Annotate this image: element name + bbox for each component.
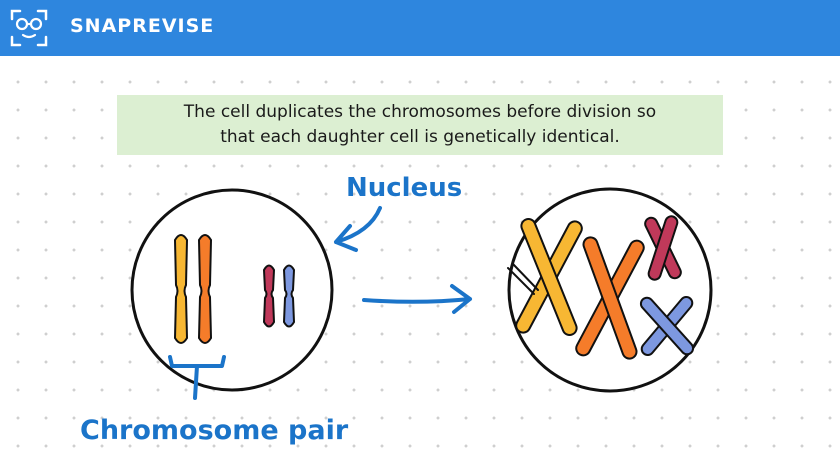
snaprevise-logo-icon[interactable]: [10, 9, 48, 47]
chromosome-orange-left: [197, 234, 213, 344]
left-nucleus-circle: [130, 188, 334, 392]
chromosome-yellow-left: [173, 234, 189, 344]
chromosome-red-left: [262, 264, 276, 328]
nucleus-label: Nucleus: [346, 173, 462, 203]
caption-line-2: that each daughter cell is genetically i…: [220, 127, 620, 147]
nucleus-pointer-arrow: [334, 206, 382, 252]
chromatid-red-2: [647, 215, 679, 281]
probe-line-icon: [507, 263, 539, 295]
chromosome-pair-bracket: [168, 355, 226, 400]
top-header-bar: SNAPREVISE: [0, 0, 840, 56]
division-process-arrow: [362, 284, 472, 314]
chromatid-orange-2: [582, 236, 638, 360]
caption-line-1: The cell duplicates the chromosomes befo…: [183, 102, 657, 122]
chromatid-blue-2: [639, 296, 695, 356]
chromosome-pair-label: Chromosome pair: [80, 415, 349, 446]
chromatid-yellow-2: [520, 218, 578, 336]
chromosome-blue-left: [282, 264, 296, 328]
caption-box: The cell duplicates the chromosomes befo…: [117, 95, 723, 155]
brand-name[interactable]: SNAPREVISE: [70, 15, 215, 37]
